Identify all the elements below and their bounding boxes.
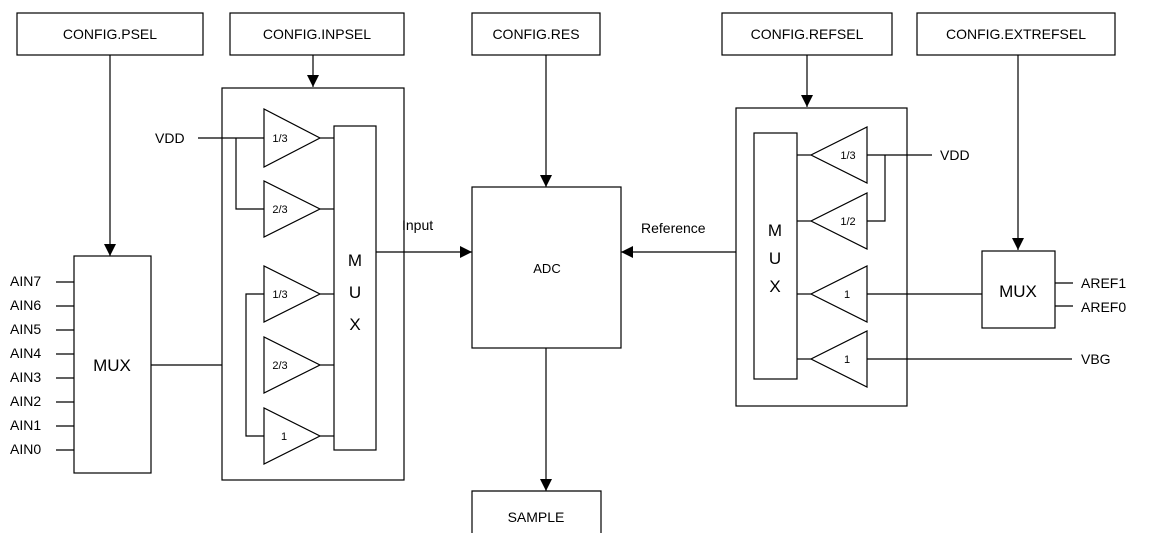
adc-label: ADC (533, 261, 560, 276)
inp-gain-label: 1/3 (272, 133, 287, 145)
ain-label: AIN4 (10, 345, 41, 361)
inp-gain-label: 1/3 (272, 289, 287, 301)
ain-label: AIN6 (10, 297, 41, 313)
inp-gain-label: 2/3 (272, 204, 287, 216)
vdd-right-branch (867, 155, 886, 222)
ref-gain-label: 1 (844, 289, 850, 301)
inp-mux-letter: M (348, 251, 362, 270)
ain-label: AIN1 (10, 417, 41, 433)
inp-gain-label: 1 (281, 431, 287, 443)
ref-mux-letter: M (768, 221, 782, 240)
psel-mux: MUX (73, 255, 152, 474)
inp-gain-stage: 2/3 (263, 336, 322, 394)
vdd-left-label: VDD (155, 130, 185, 146)
ain-pins: AIN7 AIN6 AIN5 AIN4 AIN3 AIN2 AIN1 AIN0 (10, 273, 74, 457)
ain-label: AIN5 (10, 321, 41, 337)
config-extrefsel-box: CONFIG.EXTREFSEL (916, 12, 1116, 56)
vdd-left-branch (235, 138, 264, 210)
inp-mux: M U X (333, 125, 377, 451)
ain-label: AIN7 (10, 273, 41, 289)
psel-mux-label: MUX (93, 356, 131, 375)
sample-box: SAMPLE (471, 490, 602, 533)
aref1-label: AREF1 (1081, 275, 1126, 291)
inp-mux-letter: X (349, 315, 360, 334)
ref-gain-label: 1/3 (840, 150, 855, 162)
input-label: Input (402, 217, 433, 233)
ref-gain-label: 1 (844, 354, 850, 366)
config-psel-label: CONFIG.PSEL (63, 26, 157, 42)
config-inpsel-box: CONFIG.INPSEL (229, 12, 405, 56)
config-res-box: CONFIG.RES (471, 12, 601, 56)
config-refsel-box: CONFIG.REFSEL (721, 12, 893, 56)
ext-mux: MUX (981, 250, 1056, 329)
ain-label: AIN2 (10, 393, 41, 409)
ref-gain-label: 1/2 (840, 216, 855, 228)
ref-mux: M U X (753, 132, 798, 380)
sample-label: SAMPLE (508, 509, 565, 525)
aref0-label: AREF0 (1081, 299, 1126, 315)
ain-label: AIN0 (10, 441, 41, 457)
vbg-label: VBG (1081, 351, 1111, 367)
inpsel-enclosure (221, 87, 405, 481)
config-inpsel-label: CONFIG.INPSEL (263, 26, 371, 42)
inp-mux-letter: U (349, 283, 361, 302)
config-res-label: CONFIG.RES (492, 26, 579, 42)
ext-mux-label: MUX (999, 282, 1037, 301)
ref-mux-letter: U (769, 249, 781, 268)
ain-bus-wire (245, 293, 264, 437)
vdd-right-label: VDD (940, 147, 970, 163)
ref-mux-letter: X (769, 277, 780, 296)
config-extrefsel-label: CONFIG.EXTREFSEL (946, 26, 1086, 42)
adc-block: ADC (471, 186, 622, 349)
config-psel-box: CONFIG.PSEL (16, 12, 204, 56)
ain-label: AIN3 (10, 369, 41, 385)
inp-gain-label: 2/3 (272, 360, 287, 372)
config-refsel-label: CONFIG.REFSEL (751, 26, 864, 42)
reference-label: Reference (641, 220, 706, 236)
inp-gain-stage: 2/3 (263, 180, 322, 238)
inp-gain-stage: 1/3 (263, 108, 322, 168)
